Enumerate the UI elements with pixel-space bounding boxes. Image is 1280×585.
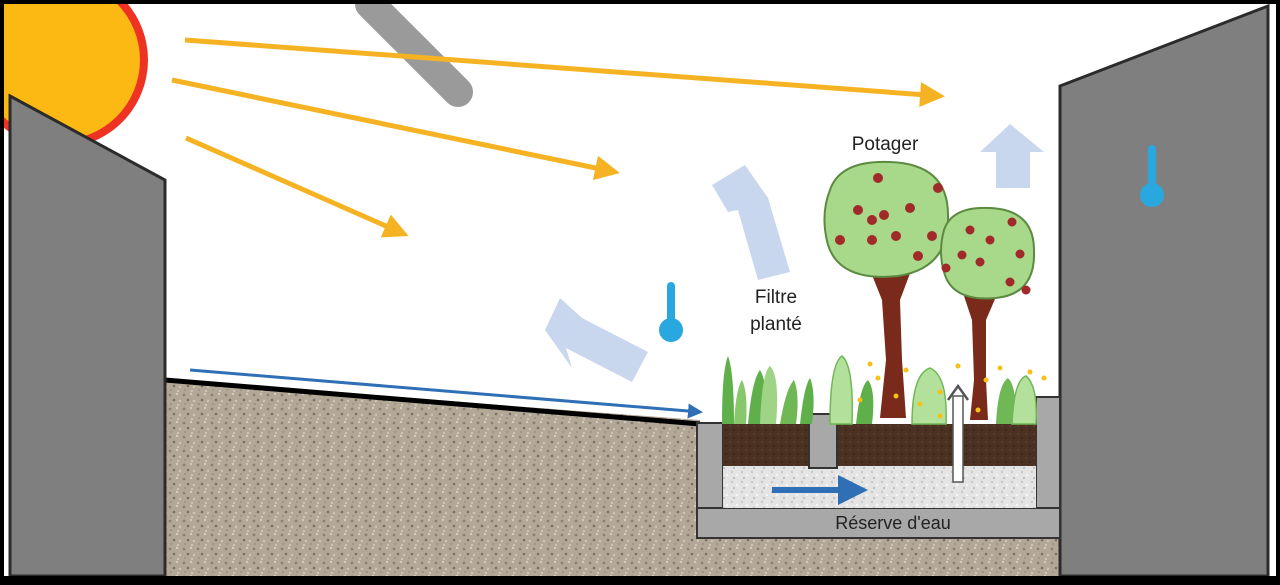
planted-filter-label-line1: Filtre (755, 287, 797, 308)
tree-icon (823, 160, 950, 418)
roof-membrane (164, 377, 701, 427)
tree-icon (940, 206, 1036, 420)
planted-filter-label-line2: planté (750, 314, 802, 335)
stone-layer (723, 466, 1036, 508)
gravel-ground (165, 380, 700, 576)
water-flow-arrow-icon (189, 368, 703, 419)
sunlight-arrow-icon (171, 77, 620, 181)
overflow-pipe (952, 395, 964, 483)
left-building (8, 93, 167, 578)
water-reserve-label: Réserve d'eau (835, 513, 951, 533)
shadow-streak (355, 0, 473, 107)
gravel-ground-right (700, 535, 1060, 576)
water-reserve (696, 507, 1061, 539)
sunlight-arrows (171, 37, 945, 238)
sunlight-arrow-icon (184, 135, 409, 238)
thermometer-icon (1140, 145, 1164, 207)
plants (722, 355, 1047, 425)
heat-arrows (545, 124, 1044, 382)
garden-label: Potager (852, 134, 919, 155)
heat-arrow-icon (980, 124, 1044, 188)
thermometer-icon (659, 282, 683, 342)
sunlight-arrow-icon (184, 37, 945, 107)
planted-filter-basin (696, 383, 1061, 539)
soil-layer (723, 424, 1036, 466)
heat-arrow-icon (712, 165, 790, 280)
right-building (1058, 3, 1270, 578)
heat-arrow-icon (545, 298, 648, 382)
